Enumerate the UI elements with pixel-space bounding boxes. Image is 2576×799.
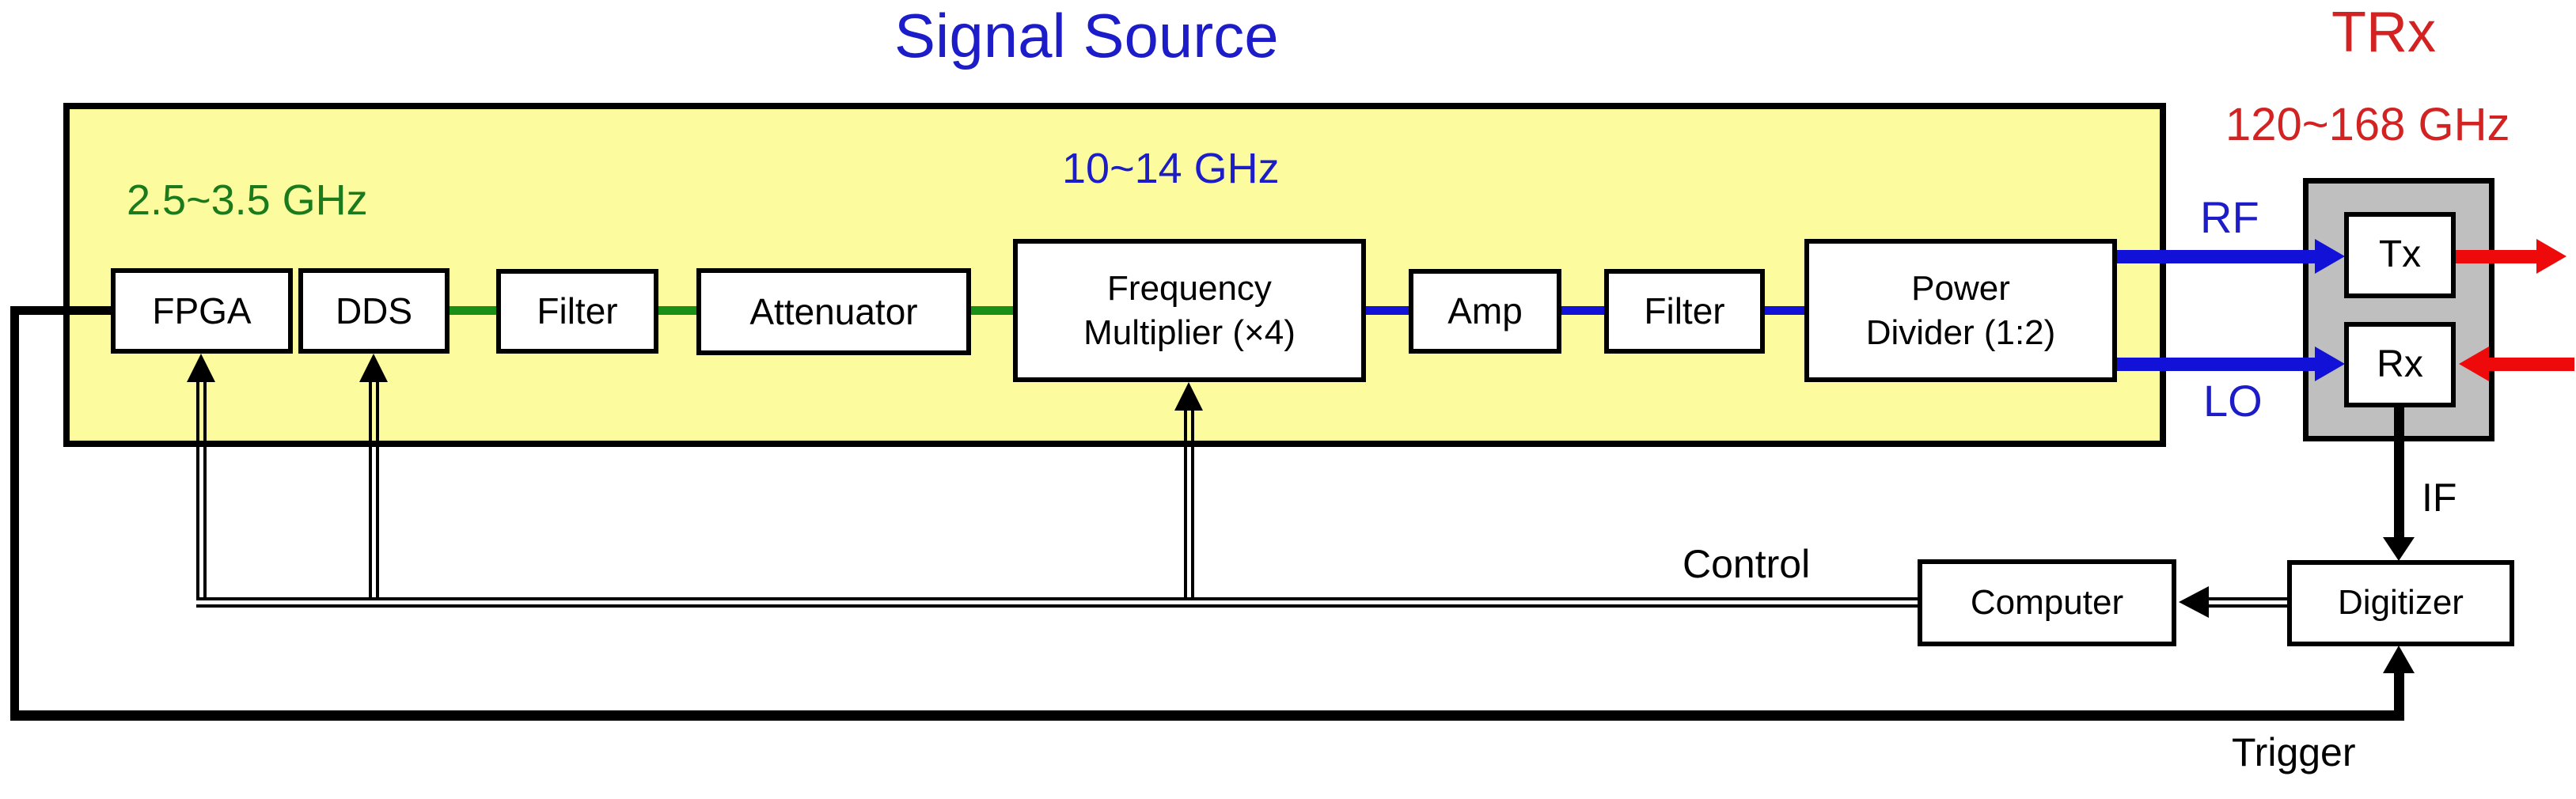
rf-arrow-head [2315,239,2345,274]
trigger-line-up-vertical [2394,673,2404,710]
low-frequency-label: 2.5~3.5 GHz [127,176,368,224]
block-filter-1-label: Filter [537,290,618,332]
control-branch-dds-arrow-head [359,354,388,382]
block-frequency-multiplier-label-line2: Multiplier (×4) [1083,312,1296,352]
connector-filter-divider [1765,306,1804,315]
control-branch-multiplier-arrow-head [1174,382,1203,411]
trigger-line-left-vertical [10,306,19,721]
block-power-divider-label-line1: Power [1911,268,2010,308]
control-branch-multiplier [1184,410,1194,600]
control-branch-dds [369,381,379,600]
if-line [2394,406,2404,537]
control-branch-fpga [196,381,207,600]
block-frequency-multiplier-label-line1: Frequency [1107,268,1272,308]
lo-arrow-shaft [2114,358,2315,371]
connector-dds-filter [450,306,496,315]
block-tx-label: Tx [2378,233,2422,276]
block-digitizer-label: Digitizer [2338,583,2464,623]
rf-arrow-shaft [2114,250,2315,263]
block-digitizer: Digitizer [2287,560,2514,646]
control-branch-fpga-arrow-head [187,354,215,382]
trigger-line-fpga-stub [10,306,111,315]
block-amp: Amp [1409,269,1561,354]
block-power-divider-label-line2: Divider (1:2) [1865,312,2056,352]
block-power-divider: Power Divider (1:2) [1804,239,2117,382]
block-rx: Rx [2344,322,2456,407]
digitizer-computer-line [2207,597,2287,608]
digitizer-computer-arrow-head [2179,586,2209,618]
block-attenuator: Attenuator [696,268,971,355]
trigger-line-bottom-horizontal [10,710,2404,721]
block-fpga-label: FPGA [152,290,252,331]
connector-amp-filter [1561,306,1604,315]
rx-input-arrow-shaft [2489,358,2574,371]
block-filter-2-label: Filter [1644,290,1725,332]
if-arrow-head [2383,537,2415,561]
block-amp-label: Amp [1447,290,1523,332]
mid-frequency-label: 10~14 GHz [1062,145,1280,192]
block-filter-2: Filter [1604,269,1765,354]
block-fpga: FPGA [111,268,293,354]
block-attenuator-label: Attenuator [749,290,918,332]
block-frequency-multiplier: Frequency Multiplier (×4) [1013,239,1366,382]
trx-title: TRx [2331,1,2436,64]
connector-attenuator-multiplier [971,306,1013,315]
if-label: IF [2422,475,2457,520]
block-rx-label: Rx [2377,343,2423,385]
trx-frequency-label: 120~168 GHz [2225,99,2510,150]
trigger-label: Trigger [2232,730,2356,774]
lo-label: LO [2203,376,2263,426]
trigger-arrow-head [2383,646,2415,673]
rx-input-arrow-head [2459,346,2489,381]
block-dds-label: DDS [335,290,413,331]
connector-filter-attenuator [658,306,696,315]
block-dds: DDS [298,268,450,354]
block-computer: Computer [1918,559,2176,646]
control-label: Control [1683,542,1811,586]
connector-multiplier-amp [1366,306,1409,315]
lo-arrow-head [2315,346,2345,381]
tx-output-arrow-shaft [2453,250,2536,263]
control-bus-horizontal [196,597,1918,608]
signal-source-title: Signal Source [894,1,1279,70]
block-tx: Tx [2344,212,2456,298]
rf-label: RF [2200,192,2259,242]
block-filter-1: Filter [496,269,658,354]
tx-output-arrow-head [2536,239,2567,274]
block-computer-label: Computer [1970,582,2124,622]
